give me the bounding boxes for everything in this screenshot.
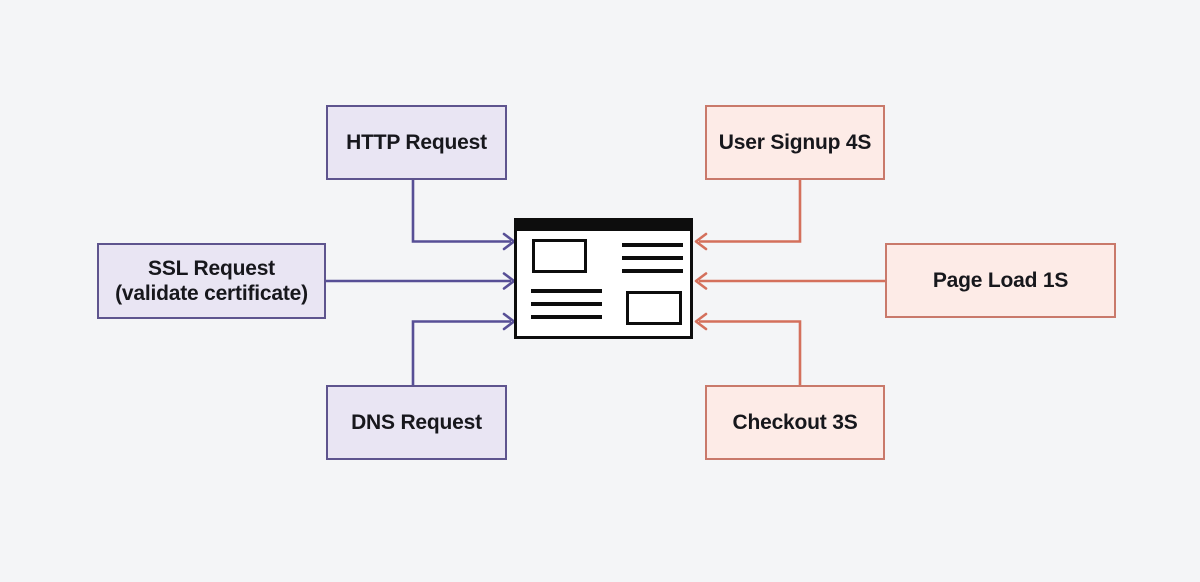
connector-page-load (694, 272, 885, 290)
text-line-icon (622, 243, 683, 247)
text-line-icon (531, 315, 602, 319)
connector-ssl-request (326, 272, 516, 290)
browser-window-icon (514, 218, 693, 339)
text-line-icon (531, 302, 602, 306)
connector-checkout (694, 312, 802, 385)
node-page-load: Page Load 1S (885, 243, 1116, 318)
node-checkout: Checkout 3S (705, 385, 885, 460)
node-page-load-label: Page Load 1S (932, 269, 1069, 292)
text-line-icon (531, 289, 602, 293)
node-user-signup-label: User Signup 4S (718, 131, 872, 154)
image-placeholder-icon (626, 291, 682, 325)
text-line-icon (622, 269, 683, 273)
node-user-signup: User Signup 4S (705, 105, 885, 180)
node-http-request: HTTP Request (326, 105, 507, 180)
connector-dns-request (411, 312, 516, 385)
connector-http-request (411, 180, 516, 251)
image-placeholder-icon (532, 239, 587, 273)
text-line-icon (622, 256, 683, 260)
browser-titlebar (516, 220, 691, 231)
node-dns-request: DNS Request (326, 385, 507, 460)
node-ssl-request-label: SSL Request (validate certificate) (115, 257, 308, 305)
node-checkout-label: Checkout 3S (732, 411, 858, 434)
connector-user-signup (694, 180, 802, 251)
node-http-request-label: HTTP Request (346, 131, 487, 154)
node-ssl-request: SSL Request (validate certificate) (97, 243, 326, 319)
node-dns-request-label: DNS Request (351, 411, 482, 434)
